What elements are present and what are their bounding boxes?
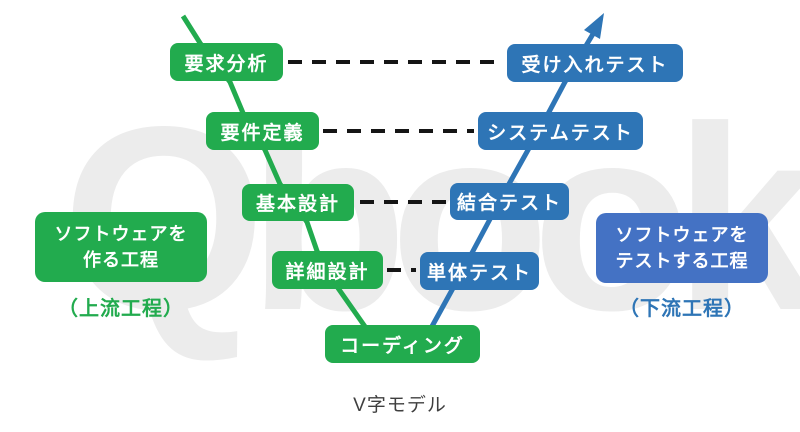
build-process-panel: ソフトウェアを 作る工程 [35, 212, 207, 282]
phase-integration-test: 結合テスト [450, 183, 569, 220]
upstream-process-label: （上流工程） [58, 298, 184, 320]
downstream-process-label: （下流工程） [619, 298, 745, 320]
diagram-caption: V字モデル [353, 395, 447, 416]
phase-label: 単体テスト [426, 262, 532, 284]
test-line-arrowhead [584, 13, 604, 39]
panel-title-line2: 作る工程 [83, 250, 159, 270]
phase-requirements-definition: 要件定義 [206, 112, 319, 150]
phase-label: 要求分析 [184, 53, 269, 75]
phase-unit-test: 単体テスト [420, 252, 539, 290]
phase-coding: コーディング [325, 325, 480, 363]
phase-label: 受け入れテスト [521, 54, 669, 76]
phase-label: 結合テスト [456, 193, 562, 214]
phase-label: コーディング [340, 335, 465, 357]
phase-label: システムテスト [487, 122, 634, 144]
phase-system-test: システムテスト [478, 112, 643, 150]
phase-requirements-analysis: 要求分析 [170, 43, 283, 81]
panel-title-line2: テストする工程 [615, 251, 749, 271]
phase-acceptance-test: 受け入れテスト [507, 44, 683, 82]
test-process-panel: ソフトウェアを テストする工程 [596, 213, 768, 283]
phase-basic-design: 基本設計 [242, 184, 354, 221]
phase-label: 詳細設計 [285, 261, 370, 283]
panel-title-line1: ソフトウェアを [615, 225, 749, 245]
phase-detailed-design: 詳細設計 [272, 251, 383, 289]
phase-label: 要件定義 [220, 122, 305, 144]
panel-title-line1: ソフトウェアを [54, 224, 188, 244]
phase-label: 基本設計 [255, 194, 340, 215]
